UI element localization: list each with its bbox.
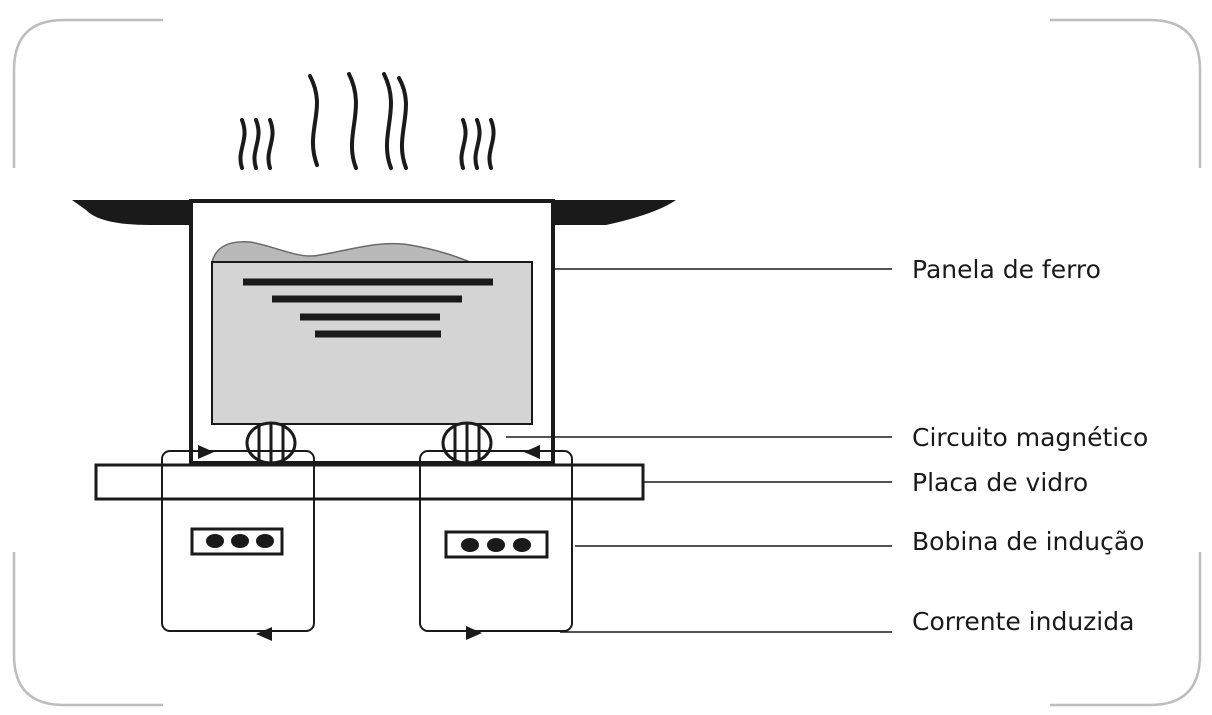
- frame-corner-top-right: [1050, 18, 1202, 168]
- coil-housing-right: [419, 450, 573, 632]
- steam-icon: [238, 72, 496, 170]
- heat-lines: [243, 278, 493, 338]
- label-pan: Panela de ferro: [912, 255, 1101, 284]
- magnetic-circuit-right: [441, 421, 493, 465]
- coil-housing-left: [161, 450, 315, 632]
- magnetic-circuit-left: [245, 421, 297, 465]
- arrow-right-icon: [198, 445, 214, 459]
- frame-corner-top-left: [12, 18, 163, 168]
- induction-coil-right: [444, 530, 549, 559]
- arrow-left-icon: [524, 445, 540, 459]
- pan-handle-left: [72, 200, 192, 225]
- frame-corners: [12, 18, 1202, 707]
- foam-wave: [211, 241, 471, 263]
- frame-corner-bottom-right: [1050, 552, 1202, 707]
- induction-coil-left: [190, 527, 284, 556]
- arrow-left-icon: [256, 627, 272, 641]
- label-magnetic-circuit: Circuito magnético: [912, 423, 1148, 452]
- liquid: [211, 261, 533, 425]
- leader-lines: [506, 268, 892, 633]
- glass-plate: [94, 463, 645, 501]
- arrow-right-icon: [466, 626, 482, 640]
- frame-corner-bottom-left: [12, 552, 163, 707]
- label-induced-current: Corrente induzida: [912, 607, 1134, 636]
- pan-handle-right: [553, 200, 676, 225]
- label-glass-plate: Placa de vidro: [912, 468, 1088, 497]
- current-arrows: [198, 445, 540, 641]
- label-induction-coil: Bobina de indução: [912, 527, 1144, 556]
